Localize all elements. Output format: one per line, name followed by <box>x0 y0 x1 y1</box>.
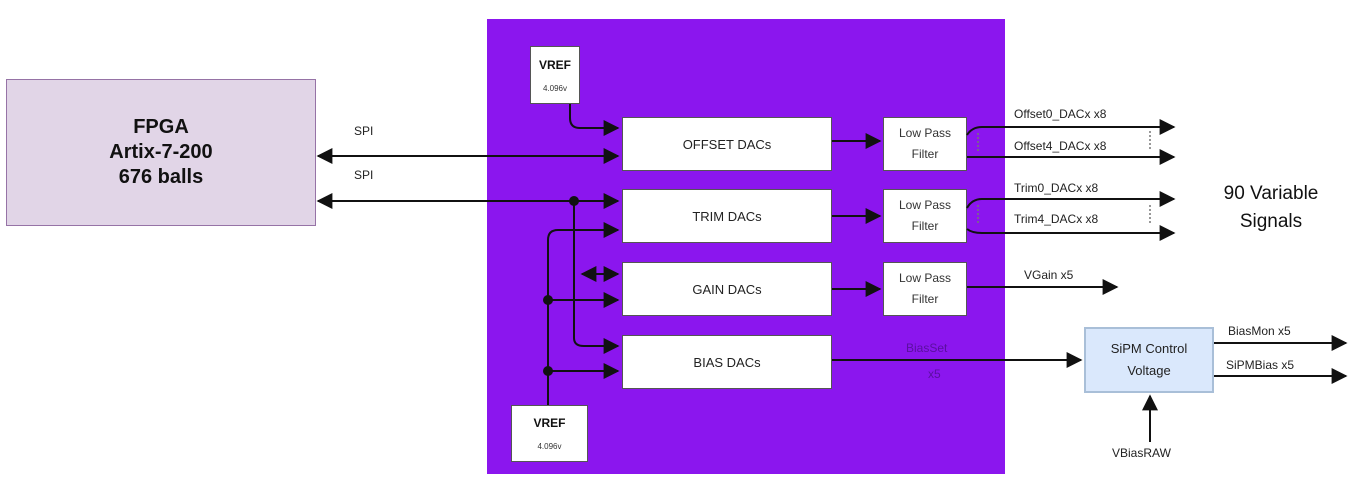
fpga-title: FPGA <box>133 116 189 138</box>
spi-bus-wire <box>573 201 620 354</box>
vref-bottom-value: 4.096v <box>537 442 562 451</box>
bias-dacs-label: BIAS DACs <box>693 354 761 370</box>
spi-label-1: SPI <box>354 124 374 138</box>
vref-bottom-title: VREF <box>533 416 566 430</box>
variable-signals-note: 90 Variable Signals <box>1196 180 1346 236</box>
variable-signals-line2: Signals <box>1239 211 1303 232</box>
fpga-model: Artix-7-200 <box>109 141 213 163</box>
sipm-label-line1: SiPM Control <box>1110 341 1188 356</box>
bias-dacs-block: BIAS DACs <box>622 335 832 389</box>
trim4-label: Trim4_DACx x8 <box>1014 212 1099 226</box>
trim-dacs-block: TRIM DACs <box>622 189 832 243</box>
vgain-label: VGain x5 <box>1024 268 1074 282</box>
vbiasraw-label: VBiasRAW <box>1112 446 1171 460</box>
offset0-label: Offset0_DACx x8 <box>1014 107 1107 121</box>
junction-dot <box>543 295 553 305</box>
vref-top-wire <box>569 104 620 136</box>
trim-dacs-label: TRIM DACs <box>692 208 762 224</box>
spi-label-2: SPI <box>354 168 374 182</box>
junction-dot <box>543 366 553 376</box>
gain-dacs-block: GAIN DACs <box>622 262 832 316</box>
trim0-label: Trim0_DACx x8 <box>1014 181 1099 195</box>
biasmon-label: BiasMon x5 <box>1228 324 1291 338</box>
junction-dot <box>569 196 579 206</box>
sipmbias-label: SiPMBias x5 <box>1226 358 1295 372</box>
vref-bottom-block: VREF 4.096v <box>511 405 588 462</box>
biasset-label: BiasSet <box>906 341 948 355</box>
offset4-label: Offset4_DACx x8 <box>1014 139 1107 153</box>
gain-dacs-label: GAIN DACs <box>692 281 762 297</box>
filter-label-line2: Filter <box>911 147 939 161</box>
fpga-block: FPGA Artix-7-200 676 balls <box>6 79 316 226</box>
biasset-count-label: x5 <box>928 367 941 381</box>
offset-dacs-label: OFFSET DACs <box>682 136 772 152</box>
filter-label-line1: Low Pass <box>898 126 952 140</box>
vref-top-value: 4.096v <box>542 83 568 93</box>
trim0-output-wire <box>966 191 1176 209</box>
trim4-output-wire <box>966 225 1176 241</box>
vref-top-block: VREF 4.096v <box>530 46 580 104</box>
sipm-label-line2: Voltage <box>1127 363 1171 378</box>
sipm-control-voltage-block: SiPM Control Voltage <box>1084 327 1214 393</box>
trim-lowpass-filter: Low Pass Filter <box>883 189 967 243</box>
filter-label-line1: Low Pass <box>898 271 952 285</box>
fpga-package: 676 balls <box>118 166 204 188</box>
gain-lowpass-filter: Low Pass Filter <box>883 262 967 316</box>
offset-lowpass-filter: Low Pass Filter <box>883 117 967 171</box>
filter-label-line1: Low Pass <box>898 198 952 212</box>
filter-label-line2: Filter <box>911 219 939 233</box>
variable-signals-line1: 90 Variable <box>1223 183 1319 204</box>
offset-dacs-block: OFFSET DACs <box>622 117 832 171</box>
filter-label-line2: Filter <box>911 292 939 306</box>
vref-bottom-bus <box>547 222 620 405</box>
vref-top-title: VREF <box>538 57 571 72</box>
offset0-output-wire <box>966 119 1176 136</box>
